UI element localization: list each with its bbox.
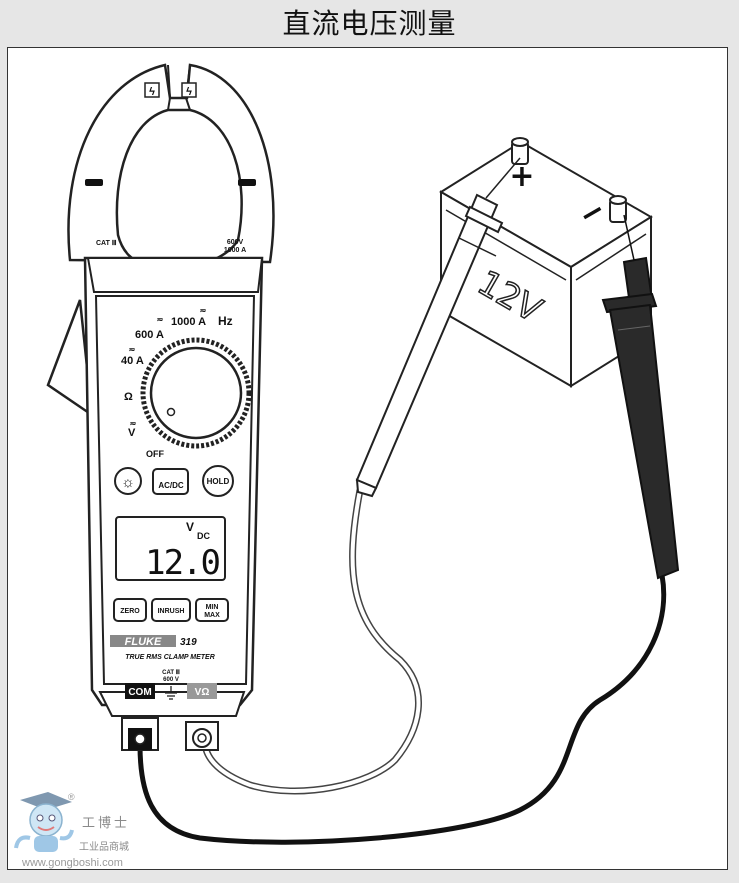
rating-right-voltage: 600V: [227, 239, 244, 246]
dial-label-off: OFF: [146, 449, 164, 459]
lcd-unit: V: [186, 520, 194, 534]
dial-ac-symbol-volt: ≂: [130, 419, 137, 428]
terminal-volt-rating: 600 V: [163, 677, 179, 683]
page-title: 直流电压测量: [282, 7, 457, 40]
clamp-meter: [46, 63, 275, 751]
dial-label-ohm: Ω: [124, 391, 133, 403]
dial-ac-symbol-600: ≂: [157, 315, 164, 324]
watermark-mascot-icon: [14, 792, 74, 852]
minmax-button-label-min: MIN: [206, 604, 219, 611]
minmax-button-label-max: MAX: [204, 612, 220, 619]
watermark-url: www.gongboshi.com: [22, 857, 123, 869]
cat-rating-left: CAT Ⅲ: [96, 239, 117, 247]
dial-label-600a: 600 A: [135, 329, 164, 341]
ground-icon: [165, 686, 177, 700]
dial-label-volt: V: [128, 427, 136, 439]
acdc-button-label: AC/DC: [158, 481, 184, 490]
inrush-button-label: INRUSH: [158, 608, 185, 615]
black-lead-wire: [137, 574, 667, 845]
watermark-subtitle: 工业品商城: [79, 842, 129, 853]
watermark-registered-mark: ®: [68, 792, 75, 802]
com-terminal-label: COM: [128, 687, 151, 698]
dial-ac-symbol-40: ≂: [129, 345, 136, 354]
zero-button-label: ZERO: [120, 608, 140, 615]
lcd-reading: 12.0: [145, 543, 219, 583]
red-test-probe: [355, 157, 521, 498]
dial-ac-symbol-1000: ≂: [200, 306, 207, 315]
black-test-probe: [601, 214, 680, 580]
terminal-cat-rating: CAT Ⅲ: [162, 669, 180, 676]
vohm-terminal-label: VΩ: [195, 687, 210, 698]
watermark-brand: 工博士: [82, 816, 131, 831]
rating-right-current: 1000 A: [224, 247, 246, 254]
jaw-mark-right: ϟ: [186, 86, 192, 98]
dial-label-1000a: 1000 A: [171, 316, 206, 328]
battery-plus-sign: +: [509, 159, 534, 194]
brand-logo: FLUKE: [125, 636, 162, 648]
lcd-mode: DC: [197, 531, 210, 541]
dial-label-hz: Hz: [218, 314, 233, 328]
model-number: 319: [180, 637, 197, 648]
hold-button-label: HOLD: [207, 477, 230, 486]
meter-subtitle: TRUE RMS CLAMP METER: [125, 654, 215, 661]
backlight-icon: ☼: [121, 474, 135, 491]
dial-label-40a: 40 A: [121, 355, 144, 367]
jaw-mark-left: ϟ: [149, 86, 155, 98]
